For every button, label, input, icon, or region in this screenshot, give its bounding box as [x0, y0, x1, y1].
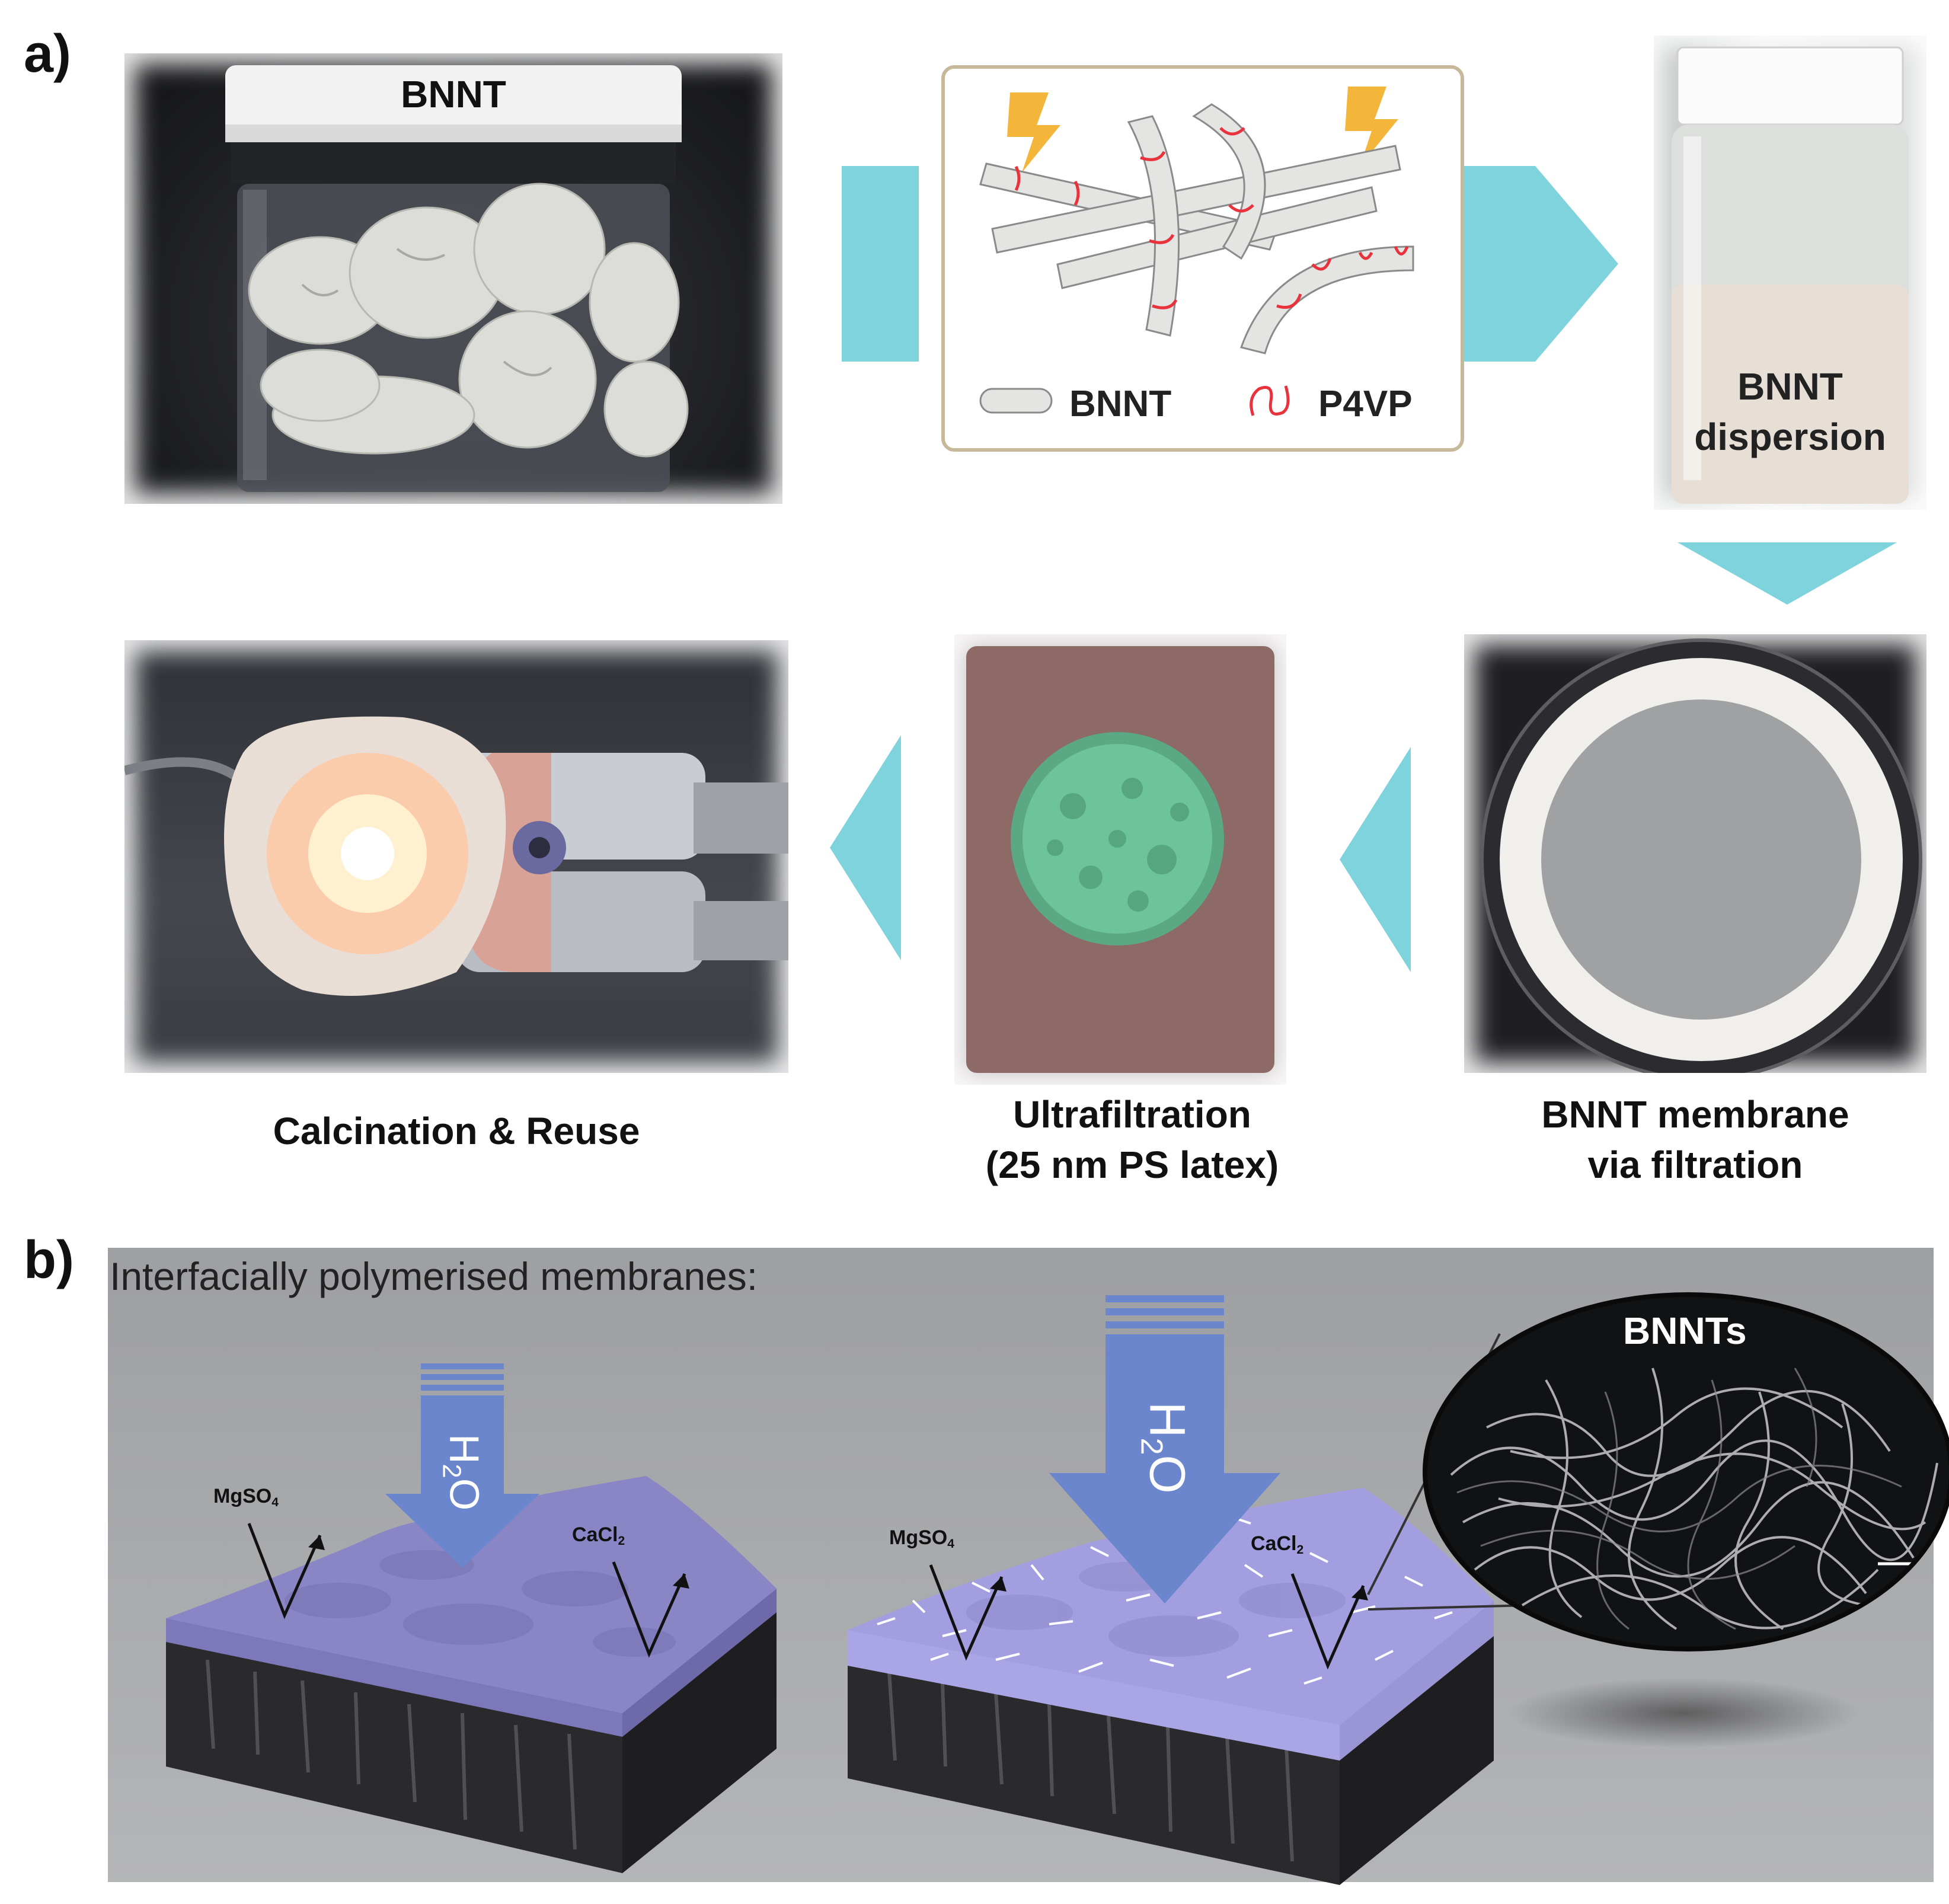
- salt-subscript: 2: [618, 1534, 625, 1548]
- legend-bnnt: BNNT: [1069, 384, 1172, 424]
- rejection-arrow-right-1: [929, 1564, 1007, 1661]
- flow-arrow-4: [830, 735, 901, 960]
- legend-p4vp: P4VP: [1318, 384, 1413, 424]
- bnnt-membrane-photo: [1464, 634, 1926, 1073]
- caption-ultrafiltration-line2: (25 nm PS latex): [985, 1143, 1279, 1186]
- rejection-arrow-right-2: [1290, 1573, 1368, 1670]
- rejection-arrow-left-1: [247, 1523, 325, 1619]
- salt-label-mgso4-right: MgSO4: [889, 1526, 954, 1551]
- panel-b-title: Interfacially polymerised membranes:: [110, 1254, 758, 1298]
- flow-arrow-5: [1340, 747, 1411, 972]
- water-label-left: H2O: [436, 1407, 488, 1538]
- vial-illustration: [1672, 46, 1909, 504]
- water-label-right: H2O: [1134, 1376, 1196, 1519]
- water-subscript: 2: [437, 1464, 466, 1478]
- water-o: O: [1139, 1455, 1196, 1494]
- salt-subscript: 4: [947, 1536, 954, 1551]
- salt-subscript: 4: [271, 1495, 279, 1509]
- water-h: H: [1139, 1401, 1196, 1438]
- jar-illustration: [225, 65, 689, 492]
- salt-label-cacl2-left: CaCl2: [572, 1523, 625, 1548]
- lightning-icon: [1345, 87, 1398, 167]
- nanotube-illustration: [979, 87, 1414, 416]
- caption-ultrafiltration-line1: Ultrafiltration: [1013, 1093, 1251, 1136]
- water-arrow-left: [385, 1363, 539, 1568]
- sem-fibers-illustration: [1450, 1368, 1938, 1630]
- rejection-arrow-left-2: [612, 1561, 689, 1658]
- caption-calcination: Calcination & Reuse: [273, 1110, 640, 1152]
- caption-membrane-line1: BNNT membrane: [1541, 1093, 1849, 1136]
- salt-text: MgSO: [213, 1485, 272, 1507]
- membrane-block-left: [166, 1476, 777, 1873]
- vial-label-line2: dispersion: [1694, 416, 1886, 458]
- water-arrow-right: [1049, 1295, 1280, 1603]
- lightning-icon: [1007, 92, 1060, 172]
- panel-a-label: a): [24, 24, 72, 84]
- water-h: H: [441, 1433, 488, 1464]
- inset-shadow: [1506, 1678, 1861, 1749]
- membrane-disc-illustration: [1480, 638, 1922, 1073]
- salt-text: MgSO: [889, 1526, 948, 1549]
- salt-text: CaCl: [1251, 1532, 1297, 1555]
- bnnt-dispersion-vial-photo: BNNT dispersion: [1654, 36, 1926, 510]
- bnnt-sem-inset: BNNTs: [1423, 1292, 1949, 1651]
- calcination-photo: [124, 640, 788, 1073]
- inset-label: BNNTs: [1623, 1309, 1747, 1352]
- salt-label-mgso4-left: MgSO4: [213, 1485, 279, 1510]
- ultrafiltration-illustration: [966, 646, 1274, 1073]
- ultrafiltration-photo: [954, 634, 1286, 1085]
- panel-b-label: b): [24, 1231, 74, 1290]
- calcination-illustration: [124, 716, 788, 996]
- caption-membrane-line2: via filtration: [1587, 1143, 1803, 1186]
- salt-label-cacl2-right: CaCl2: [1251, 1532, 1303, 1557]
- flow-arrow-1: [842, 166, 919, 362]
- water-o: O: [441, 1478, 488, 1511]
- vial-label-line1: BNNT: [1737, 365, 1843, 408]
- salt-subscript: 2: [1296, 1542, 1304, 1557]
- membrane-block-right: [848, 1488, 1494, 1885]
- bnnt-jar-photo: BNNT: [124, 53, 782, 504]
- salt-text: CaCl: [572, 1523, 618, 1546]
- water-subscript: 2: [1134, 1437, 1169, 1455]
- flow-arrow-2: [1464, 166, 1618, 362]
- bnnt-p4vp-schematic: BNNT P4VP: [941, 65, 1464, 452]
- jar-label: BNNT: [401, 73, 506, 116]
- flow-arrow-3: [1678, 542, 1897, 605]
